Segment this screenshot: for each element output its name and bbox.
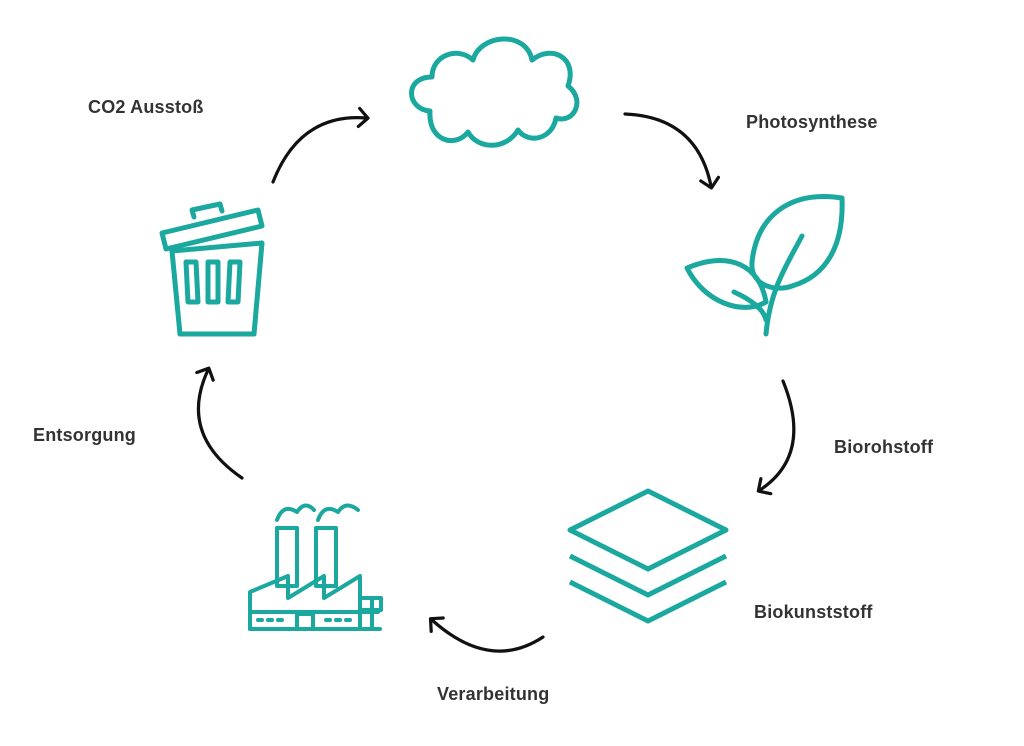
trash-bin-icon — [159, 201, 265, 337]
factory-icon — [248, 503, 383, 631]
arrow-co2-to-cloud — [271, 106, 370, 184]
arrow-layers-to-factory — [428, 616, 545, 653]
label-bio-raw-material: Biorohstoff — [834, 437, 934, 457]
arrow-factory-to-bin — [195, 366, 244, 480]
plant-icon — [684, 194, 845, 337]
label-processing: Verarbeitung — [437, 684, 550, 704]
label-photosynthesis: Photosynthese — [746, 112, 878, 132]
layers-icon — [567, 488, 729, 624]
cloud-icon — [409, 36, 580, 148]
arrow-plant-to-layers — [756, 379, 796, 496]
label-disposal: Entsorgung — [33, 425, 136, 445]
label-bioplastic: Biokunststoff — [754, 602, 873, 622]
label-co2-emission: CO2 Ausstoß — [88, 97, 204, 117]
arrow-cloud-to-plant — [623, 112, 721, 190]
